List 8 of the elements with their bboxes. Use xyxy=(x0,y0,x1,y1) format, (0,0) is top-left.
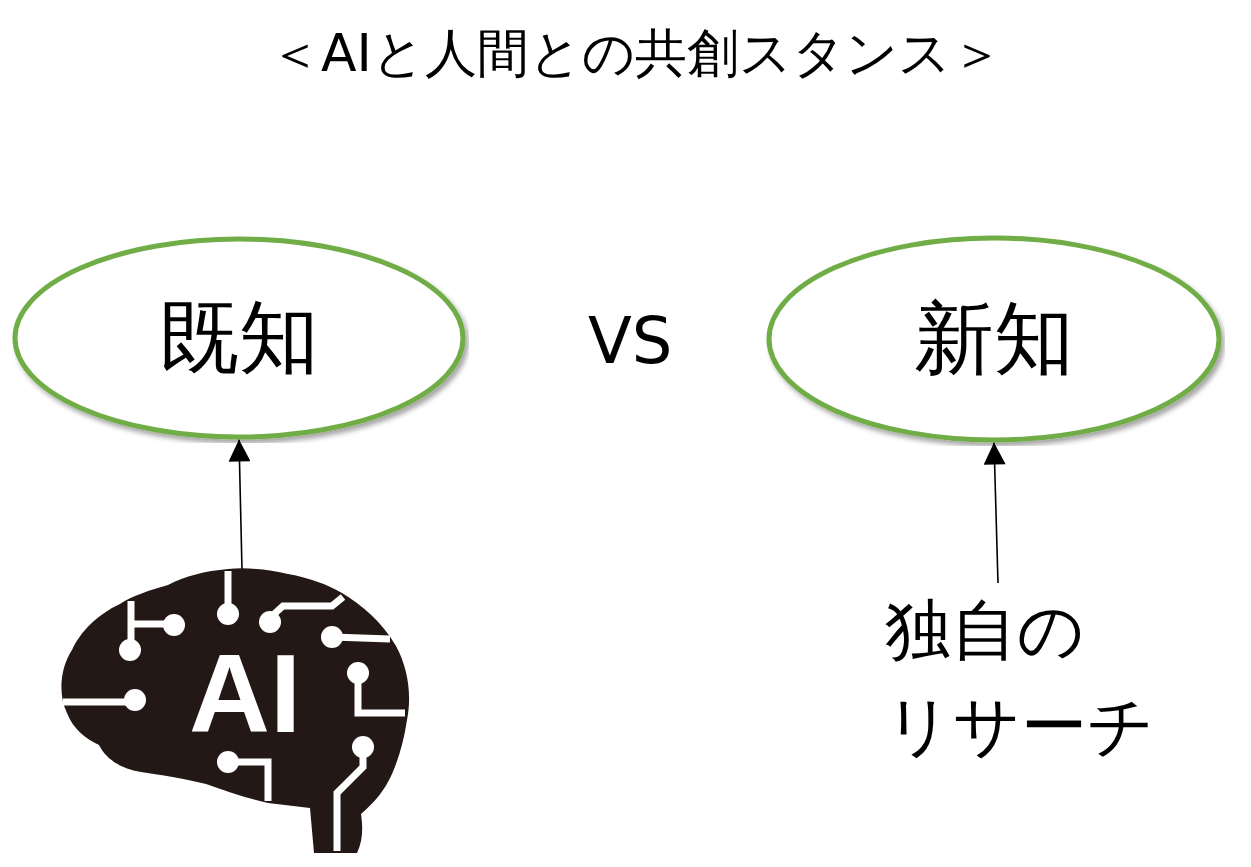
arrow xyxy=(228,438,251,571)
node-label: 独自のリサーチ xyxy=(885,583,1155,775)
illustration-text: AI xyxy=(189,649,301,739)
node-label: 既知 xyxy=(159,294,319,382)
comparison-label: VS xyxy=(588,306,673,377)
arrow xyxy=(983,441,1006,584)
title: ＜AIと人間との共創スタンス＞ xyxy=(269,22,1003,85)
node-label: 新知 xyxy=(914,295,1074,383)
